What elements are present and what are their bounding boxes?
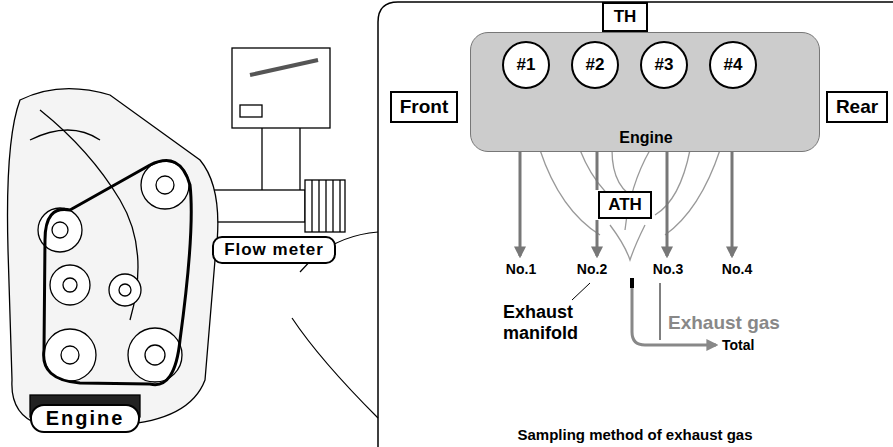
cylinder-circle: #2 xyxy=(571,41,619,89)
part-label: No.3 xyxy=(653,261,683,277)
panel-outline xyxy=(378,2,893,447)
node-text: #2 xyxy=(586,55,605,75)
part-label: Total xyxy=(722,337,754,353)
label-box: Rear xyxy=(826,91,888,123)
callout-line xyxy=(292,318,378,418)
node-text: #4 xyxy=(724,55,743,75)
node-text: Engine xyxy=(619,129,672,147)
leader-line xyxy=(572,283,590,300)
node-text: ATH xyxy=(608,195,642,214)
node-text: #3 xyxy=(655,55,674,75)
flow-meter-drawing xyxy=(195,48,345,232)
part-label: No.2 xyxy=(577,261,607,277)
part-label: Exhaust manifold xyxy=(503,302,598,343)
caption: Sampling method of exhaust gas xyxy=(517,426,752,443)
sampling-probe xyxy=(630,278,634,288)
exhaust-arrow xyxy=(520,152,732,256)
label-box: Front xyxy=(390,91,459,123)
node-text: Rear xyxy=(836,96,878,117)
part-label: No.4 xyxy=(722,261,752,277)
node-text: Flow meter xyxy=(224,240,324,259)
engine-drawing xyxy=(8,89,218,425)
label-box: Engine xyxy=(30,404,141,433)
node-text: Engine xyxy=(46,407,125,429)
part-label: Exhaust gas xyxy=(668,312,780,334)
node-text: Front xyxy=(400,96,449,117)
manifold-pipes xyxy=(540,150,720,260)
node-text: TH xyxy=(614,7,637,26)
node-text: #1 xyxy=(517,55,536,75)
label-box: TH xyxy=(602,2,649,32)
cylinder-circle: #3 xyxy=(640,41,688,89)
leader-line xyxy=(660,283,661,340)
cylinder-circle: #4 xyxy=(709,41,757,89)
part-label: No.1 xyxy=(506,261,536,277)
engine-block: Engine #1 #2 #3 #4 xyxy=(470,32,820,152)
cylinder-circle: #1 xyxy=(502,41,550,89)
label-box: Flow meter xyxy=(212,236,336,264)
label-box: ATH xyxy=(598,191,652,219)
